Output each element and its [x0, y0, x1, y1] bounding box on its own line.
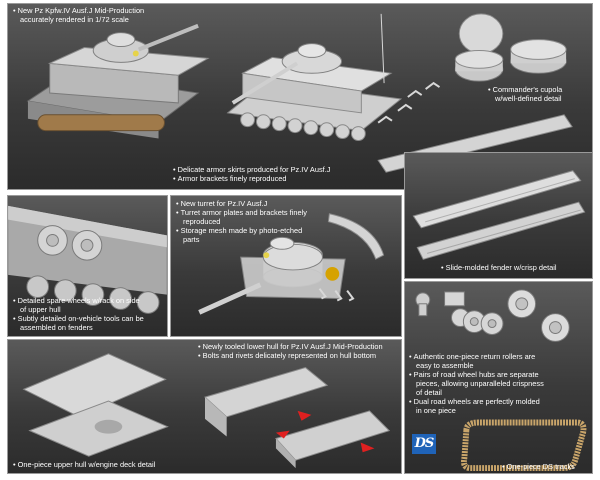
- tank-model-left: [26, 23, 210, 139]
- caption-line: parts: [183, 235, 200, 244]
- tank-overview-illustration: [26, 13, 573, 173]
- caption-line: in one piece: [416, 406, 456, 415]
- tank-model-right: [226, 13, 403, 142]
- spare-wheels-illustration: [8, 205, 167, 314]
- red-arrows: [275, 410, 375, 453]
- caption-line: Turret armor plates and brackets finely: [176, 208, 307, 217]
- caption-line: One-piece DS tracks: [502, 462, 575, 471]
- caption-line: Armor brackets finely reproduced: [173, 174, 330, 183]
- caption-line: Storage mesh made by photo-etched: [176, 226, 307, 235]
- caption-line: Detailed spare wheels w/rack on side: [13, 296, 144, 305]
- ds-logo: DS: [412, 434, 436, 454]
- caption-line: Commander's cupola: [488, 85, 563, 94]
- caption-line: assembled on fenders: [20, 323, 93, 332]
- return-roller: [415, 292, 431, 317]
- caption-line: Dual road wheels are perfectly molded: [409, 397, 544, 406]
- caption-cupola: Commander's cupola w/well-defined detail: [488, 85, 563, 103]
- caption-line: New turret for Pz.IV Ausf.J: [176, 199, 307, 208]
- caption-wheels: Authentic one-piece return rollers are e…: [409, 352, 544, 415]
- caption-line: reproduced: [183, 217, 221, 226]
- panel-fender: Slide-molded fender w/crisp detail: [404, 152, 593, 279]
- panel-hull: Newly tooled lower hull for Pz.IV Ausf.J…: [7, 339, 402, 474]
- caption-lower-hull: Newly tooled lower hull for Pz.IV Ausf.J…: [198, 342, 383, 360]
- caption-line: w/well-defined detail: [495, 94, 562, 103]
- caption-turret: New turret for Pz.IV Ausf.J Turret armor…: [176, 199, 307, 244]
- caption-line: Slide-molded fender w/crisp detail: [441, 263, 557, 272]
- caption-line: Delicate armor skirts produced for Pz.IV…: [173, 165, 331, 174]
- fender-illustration: [412, 170, 586, 260]
- turret-illustration: [198, 213, 385, 315]
- caption-armor-skirts: Delicate armor skirts produced for Pz.IV…: [173, 165, 331, 183]
- road-wheel-hubs: [444, 291, 504, 335]
- caption-line: Authentic one-piece return rollers are: [409, 352, 544, 361]
- caption-line: Pairs of road wheel hubs are separate: [409, 370, 544, 379]
- road-wheels: [507, 289, 570, 342]
- wheels-tracks-illustration: [415, 289, 587, 471]
- hull-illustration: [22, 353, 391, 469]
- caption-line: Newly tooled lower hull for Pz.IV Ausf.J…: [198, 342, 383, 351]
- caption-fender: Slide-molded fender w/crisp detail: [441, 263, 557, 272]
- caption-line: Bolts and rivets delicately represented …: [198, 351, 383, 360]
- caption-tank-overview: New Pz Kpfw.IV Ausf.J Mid-Production acc…: [13, 6, 145, 24]
- ds-track-loop: [461, 419, 587, 471]
- panel-turret: New turret for Pz.IV Ausf.J Turret armor…: [170, 195, 402, 337]
- caption-upper-hull: One-piece upper hull w/engine deck detai…: [13, 460, 156, 469]
- panel-spare-wheels: Detailed spare wheels w/rack on side of …: [7, 195, 168, 337]
- caption-line: of detail: [416, 388, 442, 397]
- caption-line: One-piece upper hull w/engine deck detai…: [13, 460, 156, 469]
- caption-line: accurately rendered in 1/72 scale: [20, 15, 129, 24]
- caption-line: New Pz Kpfw.IV Ausf.J Mid-Production: [13, 6, 145, 15]
- caption-line: of upper hull: [20, 305, 61, 314]
- cupola-parts: [454, 13, 567, 82]
- caption-line: pieces, allowing unparalleled crispness: [416, 379, 544, 388]
- caption-ds-tracks: One-piece DS tracks: [502, 462, 575, 471]
- panel-tank-overview: New Pz Kpfw.IV Ausf.J Mid-Production acc…: [7, 3, 593, 190]
- caption-line: easy to assemble: [416, 361, 474, 370]
- armor-brackets: [377, 81, 441, 124]
- caption-line: Subtly detailed on-vehicle tools can be: [13, 314, 144, 323]
- caption-spare-wheels: Detailed spare wheels w/rack on side of …: [13, 296, 144, 332]
